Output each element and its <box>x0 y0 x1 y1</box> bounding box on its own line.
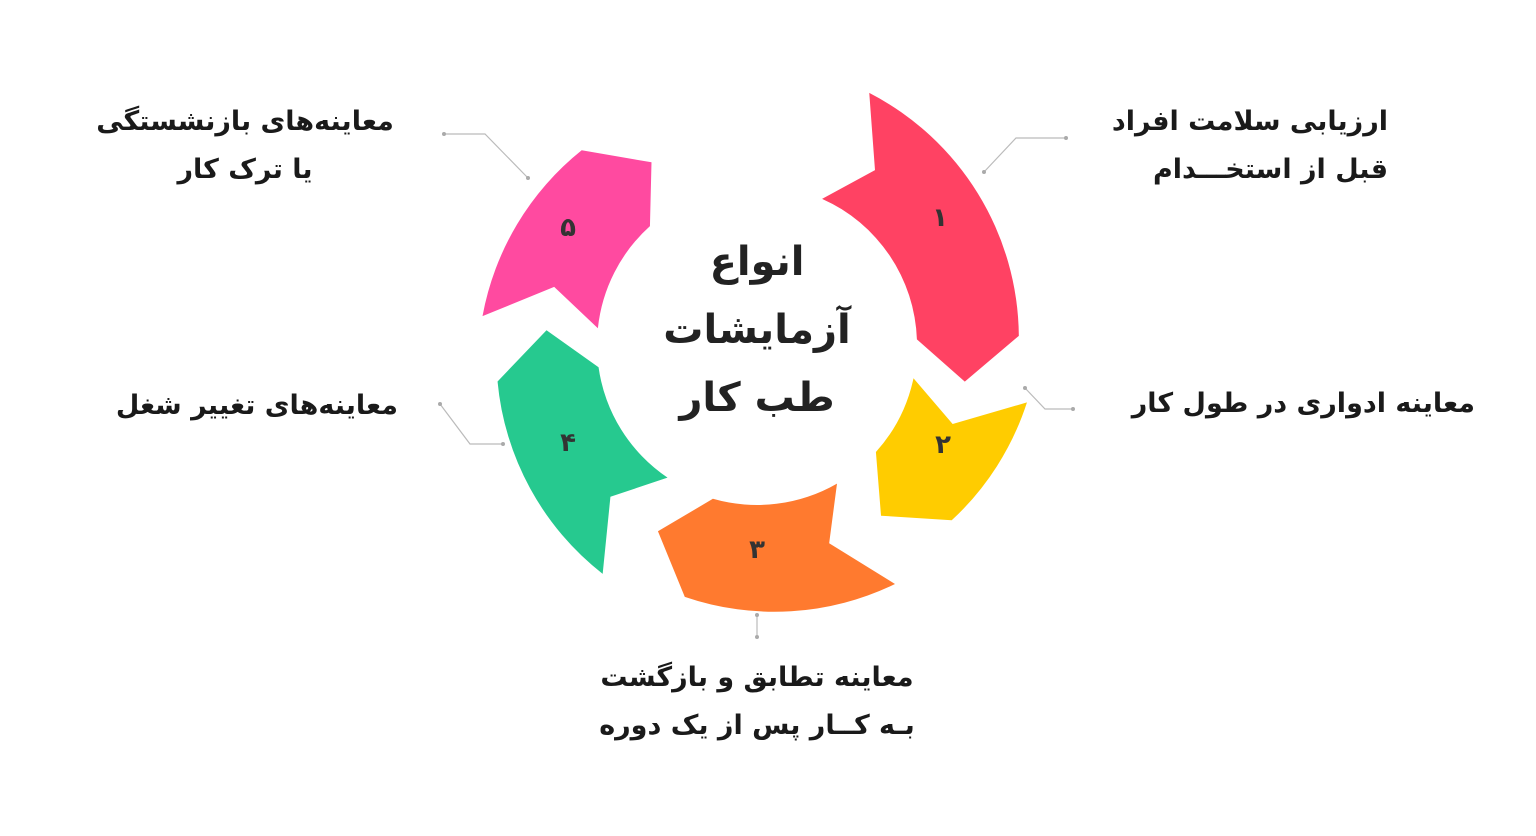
label-line: معاینه‌های تغییر شغل <box>115 390 398 421</box>
leader-line-2 <box>1024 387 1073 410</box>
title-line: انواع <box>709 239 805 285</box>
step-number-3: ۳ <box>749 535 765 565</box>
arrow-segment-1 <box>822 92 1019 382</box>
label-line: معاینه تطابق و بازگشت <box>600 662 914 693</box>
arrow-segment-5 <box>482 150 652 329</box>
arrow-segment-3 <box>657 483 895 612</box>
step-number-5: ۵ <box>560 213 576 243</box>
label-line: معاینه ادواری در طول کار <box>1131 388 1475 419</box>
step-label-4: معاینه‌های تغییر شغل <box>116 382 398 430</box>
leader-dot <box>1064 136 1068 140</box>
label-line: معاینه‌های بازنشستگی <box>96 106 394 137</box>
label-line: بـه کــار پس از یک دوره <box>599 710 915 741</box>
step-label-5: معاینه‌های بازنشستگی یا ترک کار <box>80 98 410 194</box>
arrow-segment-4 <box>497 330 668 574</box>
step-label-3: معاینه تطابق و بازگشت بـه کــار پس از یک… <box>557 654 957 750</box>
step-label-2: معاینه ادواری در طول کار <box>1132 380 1475 428</box>
leader-dot <box>755 613 759 617</box>
arrow-segment-2 <box>875 378 1027 521</box>
label-line: یا ترک کار <box>177 154 313 185</box>
leader-dot <box>755 635 759 639</box>
leader-dot <box>1023 386 1027 390</box>
step-number-4: ۴ <box>560 428 576 458</box>
title-line: طب کار <box>679 375 835 421</box>
leader-dot <box>1071 407 1075 411</box>
leader-dot <box>501 442 505 446</box>
leader-dot <box>438 402 442 406</box>
step-label-1: ارزیابی سلامت افراد قبل از استخـــدام <box>1112 98 1388 194</box>
leader-line-4 <box>439 403 503 445</box>
label-line: قبل از استخـــدام <box>1152 154 1388 185</box>
label-line: ارزیابی سلامت افراد <box>1111 106 1388 137</box>
center-title: انواع آزمایشات طب کار <box>607 228 907 432</box>
title-line: آزمایشات <box>663 307 851 353</box>
leader-dot <box>526 176 530 180</box>
leader-dot <box>442 132 446 136</box>
leader-line-1 <box>983 137 1066 173</box>
step-number-2: ۲ <box>935 430 951 460</box>
leader-line-5 <box>444 133 529 179</box>
step-number-1: ۱ <box>932 203 948 233</box>
leader-dot <box>982 170 986 174</box>
